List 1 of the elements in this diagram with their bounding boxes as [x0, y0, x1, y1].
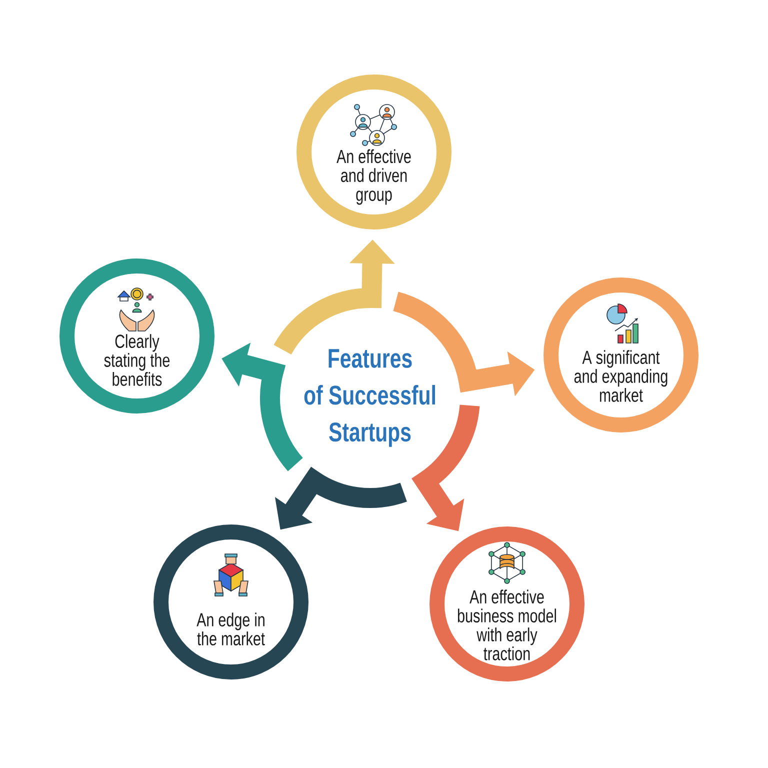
- center-heading: Features of Successful Startups: [304, 349, 435, 447]
